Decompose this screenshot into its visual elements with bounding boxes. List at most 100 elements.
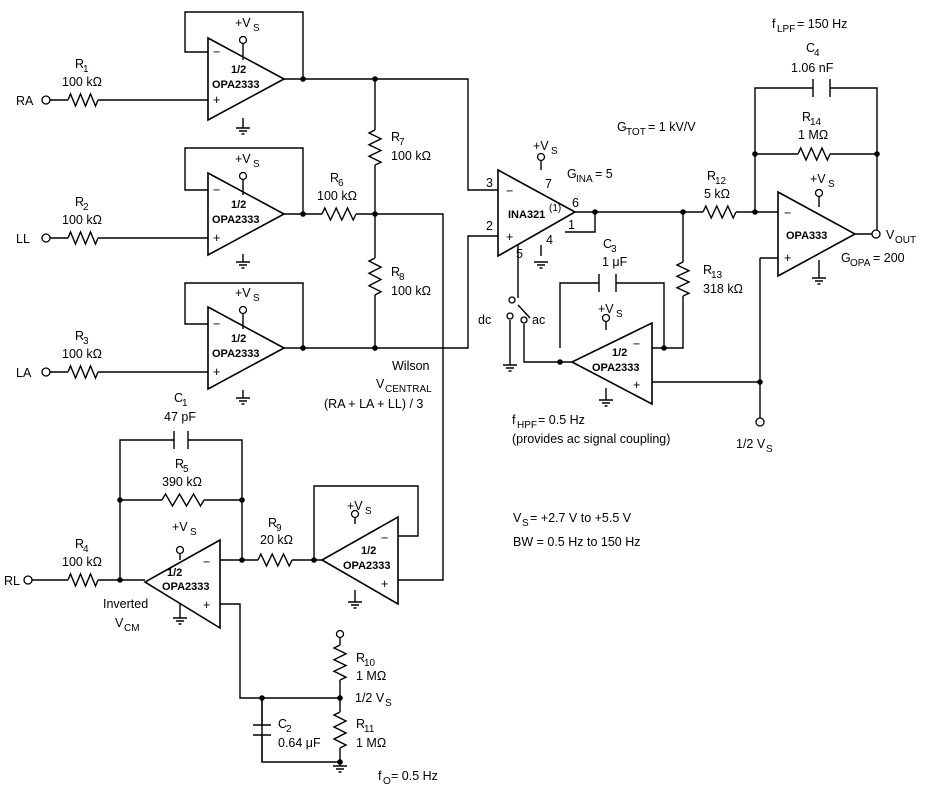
- svg-text:−: −: [213, 45, 220, 59]
- svg-text:−: −: [381, 531, 388, 545]
- svg-text:OPA2333: OPA2333: [212, 79, 260, 91]
- svg-text:6: 6: [572, 196, 579, 210]
- svg-text:2: 2: [83, 202, 89, 213]
- svg-text:+V: +V: [235, 16, 251, 30]
- svg-text:+: +: [784, 251, 791, 265]
- svg-text:(provides ac signal coupling): (provides ac signal coupling): [512, 432, 670, 446]
- svg-text:R: R: [175, 457, 184, 471]
- svg-text:1/2 V: 1/2 V: [736, 437, 766, 451]
- svg-text:R: R: [802, 110, 811, 124]
- svg-text:1/2: 1/2: [231, 64, 246, 76]
- svg-text:S: S: [365, 506, 372, 517]
- svg-text:100 kΩ: 100 kΩ: [62, 555, 102, 569]
- svg-text:+: +: [633, 378, 640, 392]
- svg-text:1: 1: [182, 398, 188, 409]
- svg-text:7: 7: [399, 137, 405, 148]
- svg-text:f: f: [772, 17, 776, 31]
- svg-text:OPA2333: OPA2333: [212, 214, 260, 226]
- terminals: [23, 35, 881, 639]
- svg-text:1/2: 1/2: [361, 545, 376, 557]
- svg-text:1/2 V: 1/2 V: [355, 691, 385, 705]
- component-labels: R1 100 kΩ R2 100 kΩ R3 100 kΩ R4 100 kΩ …: [62, 41, 834, 750]
- svg-text:dc: dc: [478, 313, 491, 327]
- svg-text:+V: +V: [172, 520, 188, 534]
- svg-text:+: +: [213, 365, 220, 379]
- svg-text:2: 2: [486, 219, 493, 233]
- svg-text:10: 10: [364, 658, 376, 669]
- svg-text:R: R: [330, 171, 339, 185]
- svg-text:BW = 0.5 Hz to 150 Hz: BW = 0.5 Hz to 150 Hz: [513, 535, 640, 549]
- svg-text:100 kΩ: 100 kΩ: [317, 189, 357, 203]
- svg-text:R: R: [391, 130, 400, 144]
- svg-text:(1): (1): [549, 203, 561, 214]
- svg-text:R: R: [356, 717, 365, 731]
- svg-text:1 MΩ: 1 MΩ: [798, 128, 828, 142]
- svg-text:+V: +V: [533, 139, 549, 153]
- svg-text:2: 2: [286, 724, 292, 735]
- svg-text:8: 8: [399, 272, 405, 283]
- svg-text:4: 4: [814, 48, 820, 59]
- svg-text:4: 4: [546, 233, 553, 247]
- svg-text:−: −: [506, 184, 513, 198]
- svg-text:= +2.7 V to +5.5 V: = +2.7 V to +5.5 V: [530, 511, 632, 525]
- svg-text:7: 7: [545, 177, 552, 191]
- svg-text:OPA2333: OPA2333: [343, 560, 391, 572]
- svg-text:R: R: [75, 57, 84, 71]
- svg-text:f: f: [512, 413, 516, 427]
- svg-text:−: −: [213, 183, 220, 197]
- svg-text:R: R: [75, 537, 84, 551]
- svg-text:S: S: [766, 444, 773, 455]
- svg-text:S: S: [551, 146, 558, 157]
- svg-text:CENTRAL: CENTRAL: [385, 384, 432, 395]
- svg-text:C: C: [806, 41, 815, 55]
- svg-text:1: 1: [568, 218, 575, 232]
- svg-text:5: 5: [183, 464, 189, 475]
- svg-text:OPA2333: OPA2333: [212, 348, 260, 360]
- svg-text:0.64 μF: 0.64 μF: [278, 736, 321, 750]
- svg-text:OPA333: OPA333: [786, 230, 827, 242]
- svg-text:= 150 Hz: = 150 Hz: [797, 17, 847, 31]
- svg-text:5: 5: [516, 247, 523, 261]
- svg-text:100 kΩ: 100 kΩ: [391, 149, 431, 163]
- svg-text:1: 1: [83, 64, 89, 75]
- svg-text:100 kΩ: 100 kΩ: [62, 347, 102, 361]
- svg-text:S: S: [522, 518, 529, 529]
- svg-text:= 0.5 Hz: = 0.5 Hz: [391, 769, 438, 783]
- svg-text:1/2: 1/2: [167, 567, 182, 579]
- svg-text:47 pF: 47 pF: [164, 410, 196, 424]
- svg-text:+: +: [213, 231, 220, 245]
- svg-text:S: S: [190, 527, 197, 538]
- svg-text:20 kΩ: 20 kΩ: [260, 533, 293, 547]
- svg-text:+V: +V: [235, 286, 251, 300]
- svg-text:5 kΩ: 5 kΩ: [704, 187, 730, 201]
- svg-text:+V: +V: [235, 152, 251, 166]
- svg-text:1 MΩ: 1 MΩ: [356, 669, 386, 683]
- svg-text:R: R: [268, 516, 277, 530]
- svg-text:−: −: [203, 555, 210, 569]
- svg-text:V: V: [115, 616, 124, 630]
- svg-text:S: S: [253, 293, 260, 304]
- svg-text:390 kΩ: 390 kΩ: [162, 475, 202, 489]
- svg-text:CM: CM: [124, 623, 140, 634]
- wires: [32, 11, 878, 766]
- svg-text:+: +: [506, 230, 513, 244]
- svg-text:= 0.5 Hz: = 0.5 Hz: [538, 413, 585, 427]
- svg-text:14: 14: [810, 117, 822, 128]
- svg-text:V: V: [513, 511, 522, 525]
- svg-text:318 kΩ: 318 kΩ: [703, 282, 743, 296]
- svg-text:1/2: 1/2: [231, 199, 246, 211]
- svg-text:C: C: [174, 391, 183, 405]
- svg-text:9: 9: [276, 523, 282, 534]
- svg-text:+V: +V: [810, 172, 826, 186]
- svg-text:f: f: [378, 769, 382, 783]
- svg-text:1.06 nF: 1.06 nF: [791, 61, 834, 75]
- svg-text:+: +: [213, 93, 220, 107]
- svg-text:R: R: [356, 651, 365, 665]
- svg-text:R: R: [75, 195, 84, 209]
